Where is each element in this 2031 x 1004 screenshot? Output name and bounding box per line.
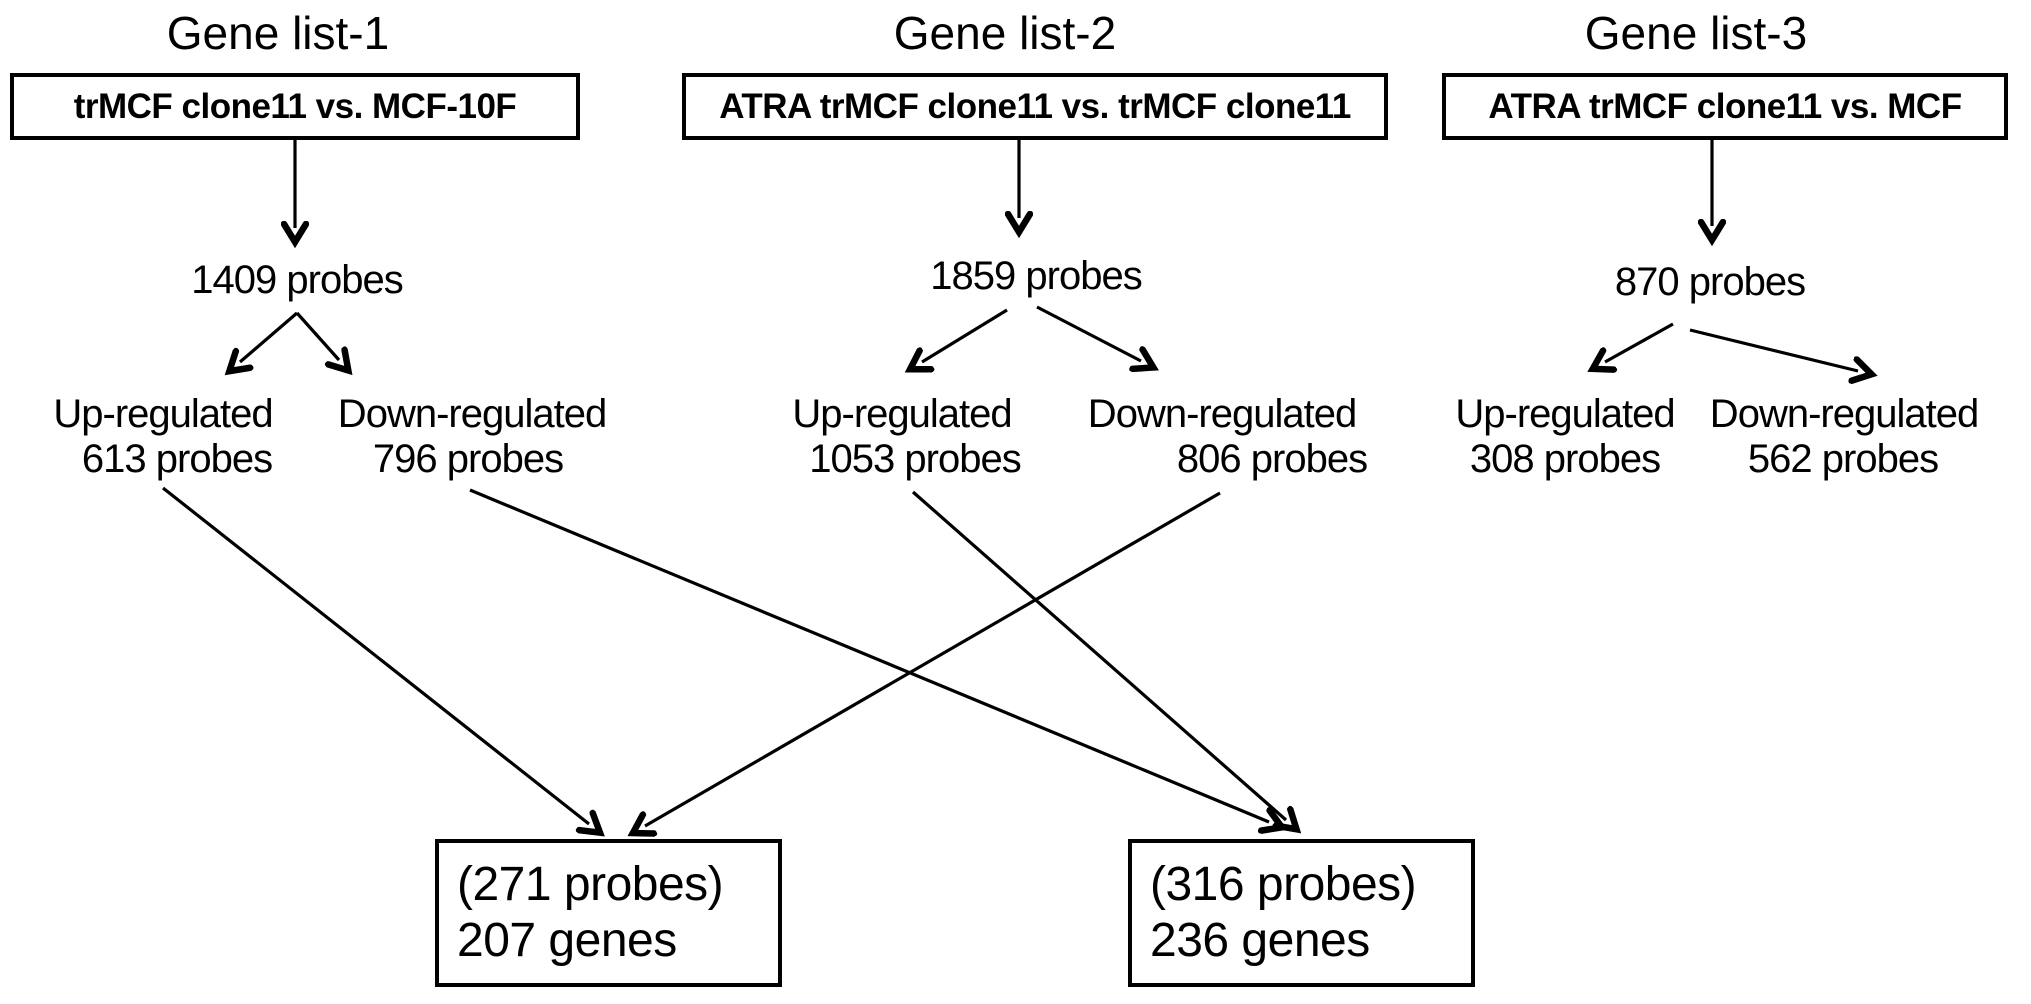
arrow-total1-to-down-icon bbox=[295, 311, 339, 360]
intersection-271-genes: 207 genes bbox=[457, 913, 677, 967]
arrow-total2-to-down-icon bbox=[1036, 305, 1141, 361]
arrow-1053-to-intersection-316-icon bbox=[911, 490, 1286, 820]
gene-list-3-total-probes: 870 probes bbox=[1614, 260, 1806, 304]
arrow-total3-to-up-icon bbox=[1605, 322, 1674, 362]
gene-list-3-down-probes: 562 probes bbox=[1747, 437, 1939, 481]
arrow-806-to-intersection-271-icon bbox=[645, 491, 1221, 826]
intersection-316-genes: 236 genes bbox=[1150, 913, 1370, 967]
gene-list-1-comparison-box: trMCF clone11 vs. MCF-10F bbox=[10, 73, 580, 140]
gene-list-1-title: Gene list-1 bbox=[166, 7, 390, 59]
gene-list-2-title: Gene list-2 bbox=[893, 7, 1117, 59]
gene-list-2-up-label: Up-regulated bbox=[792, 392, 1012, 436]
intersection-316-probes: (316 probes) bbox=[1150, 858, 1417, 911]
arrow-total1-to-up-icon bbox=[240, 311, 299, 362]
gene-list-3-title: Gene list-3 bbox=[1584, 7, 1808, 59]
gene-list-2-up-probes: 1053 probes bbox=[809, 437, 1021, 481]
intersection-box-271: (271 probes) 207 genes bbox=[435, 839, 782, 987]
gene-list-3-down-label: Down-regulated bbox=[1709, 392, 1979, 436]
gene-list-2-comparison-box: ATRA trMCF clone11 vs. trMCF clone11 bbox=[682, 73, 1388, 140]
gene-list-2-down-label: Down-regulated bbox=[1087, 392, 1357, 436]
arrow-total3-to-down-icon bbox=[1689, 328, 1858, 371]
gene-list-1-total-probes: 1409 probes bbox=[191, 258, 403, 302]
arrow-613-to-intersection-271-icon bbox=[162, 486, 589, 824]
gene-list-3-up-probes: 308 probes bbox=[1469, 437, 1661, 481]
arrow-796-to-intersection-316-icon bbox=[469, 488, 1269, 822]
gene-list-1-down-probes: 796 probes bbox=[372, 437, 564, 481]
gene-list-3-comparison-box: ATRA trMCF clone11 vs. MCF bbox=[1442, 73, 2008, 140]
intersection-271-probes: (271 probes) bbox=[457, 858, 724, 911]
gene-list-3-up-label: Up-regulated bbox=[1455, 392, 1675, 436]
intersection-box-316: (316 probes) 236 genes bbox=[1128, 839, 1475, 987]
gene-list-1-up-probes: 613 probes bbox=[81, 437, 273, 481]
gene-list-2-down-probes: 806 probes bbox=[1176, 437, 1368, 481]
arrow-total2-to-up-icon bbox=[922, 308, 1008, 362]
gene-list-1-down-label: Down-regulated bbox=[337, 392, 607, 436]
gene-list-2-total-probes: 1859 probes bbox=[930, 254, 1142, 298]
gene-list-1-up-label: Up-regulated bbox=[53, 392, 273, 436]
